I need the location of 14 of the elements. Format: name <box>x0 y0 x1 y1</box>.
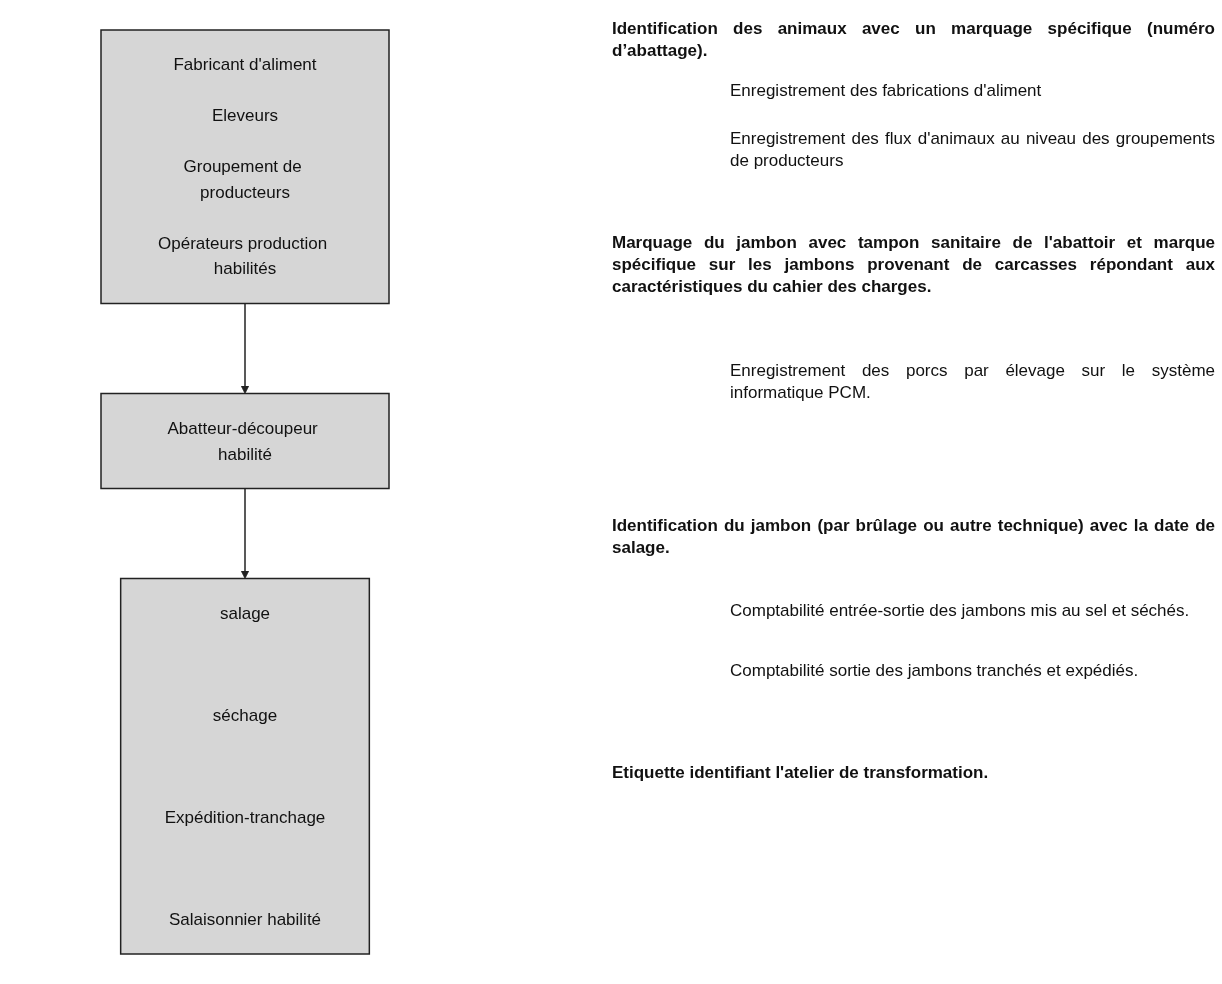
note: Comptabilité sortie des jambons tranchés et expédiés. <box>730 660 1140 682</box>
note: Enregistrement des fabrications d'aliment <box>730 80 1043 102</box>
node-box: salage séchage Expédition-tranchage Salaisonnier habilité <box>119 577 371 955</box>
bold-note: Identification du jambon (par brûlage ou autre technique) avec la date de salage. <box>612 515 1215 560</box>
arrow <box>240 487 250 579</box>
bold-note: Etiquette identifiant l'atelier de transformation. <box>612 762 990 784</box>
bold-note: Identification des animaux avec un marquage spécifique (numéro d’abattage). <box>612 18 1215 63</box>
bold-note: Marquage du jambon avec tampon sanitaire de l'abattoir et marque spécifique sur les jambons provenant de carcasses répondant aux caractéristiques du cahier des charges. <box>612 232 1215 299</box>
note: Enregistrement des porcs par élevage sur le système informatique PCM. <box>730 360 1215 405</box>
note: Enregistrement des flux d'animaux au niveau des groupements de producteurs <box>730 128 1215 173</box>
node-box: Fabricant d'aliment Eleveurs Groupement de producteurs Opérateurs production habilités <box>100 29 390 305</box>
note: Comptabilité entrée-sortie des jambons mis au sel et séchés. <box>730 600 1191 622</box>
node-box: Abatteur-découpeur habilité <box>100 392 390 490</box>
arrow <box>240 302 250 394</box>
